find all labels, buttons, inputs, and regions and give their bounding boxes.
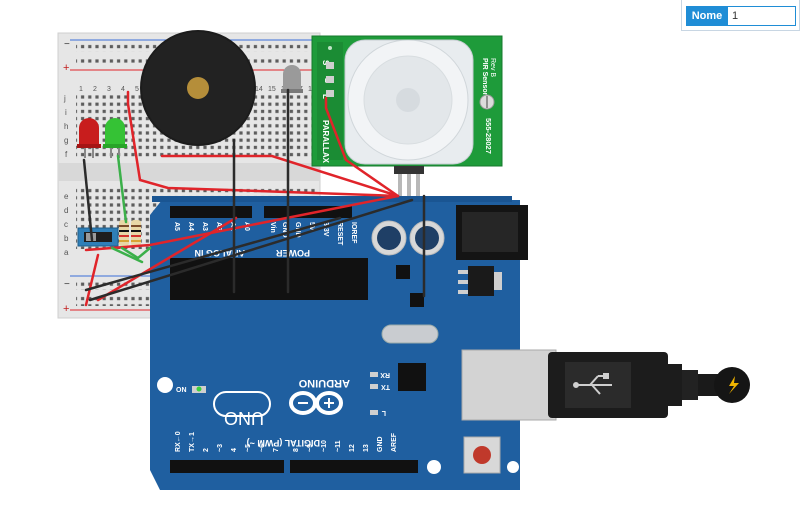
rail-plus-label-bottom: +	[63, 303, 69, 315]
resistor-2[interactable]	[131, 220, 141, 246]
col-5: 5	[135, 86, 139, 93]
pin-d2: 2	[203, 448, 210, 452]
wire-red-3[interactable]	[126, 90, 400, 198]
pin-d11: ~11	[335, 440, 342, 452]
rail-minus-label-bottom: −	[64, 279, 70, 290]
wire-red-6[interactable]	[84, 253, 100, 307]
usb-cable[interactable]	[548, 352, 750, 418]
arduino-brand: ARDUINO	[298, 377, 350, 389]
wires[interactable]	[82, 88, 426, 307]
pin-d10: ~10	[321, 440, 328, 452]
arduino-uno-board[interactable]: A5 A4 A3 A2 A1 A0 ANALOG IN Vin GND GND …	[150, 196, 557, 490]
row-d: d	[64, 206, 68, 215]
uno-badge: UNO	[213, 391, 271, 428]
pin-aref: AREF	[391, 432, 398, 452]
row-h: h	[64, 122, 68, 131]
pin-d12: 12	[349, 444, 356, 452]
wire-red-5[interactable]	[84, 194, 400, 252]
rail-plus-label-top: +	[63, 62, 69, 74]
pin-a3: A3	[201, 222, 208, 231]
pin-gnd-3: GND	[377, 436, 384, 452]
ground-icon	[729, 376, 739, 394]
wire-green-3[interactable]	[110, 246, 144, 264]
arduino-infinity-icon	[289, 391, 343, 415]
col-15: 15	[268, 86, 276, 93]
pin-d6: ~6	[259, 444, 266, 452]
pin-d3: ~3	[217, 444, 224, 452]
wire-green-2[interactable]	[120, 246, 152, 260]
pin-gnd-1: GND	[281, 222, 288, 238]
pin-d1: TX→1	[189, 432, 196, 452]
pir-title: PIR Sensor	[481, 58, 488, 96]
name-label: Nome	[686, 6, 728, 26]
row-a: a	[64, 248, 69, 257]
piezo-buzzer[interactable]	[140, 30, 256, 146]
row-i: i	[65, 108, 67, 117]
pin-a2: A2	[215, 222, 222, 231]
on-label: ON	[176, 387, 187, 394]
pin-d7: 7	[273, 448, 280, 452]
led-gray[interactable]	[281, 65, 303, 93]
pir-brand: PARALLAX	[321, 120, 330, 164]
col-2: 2	[93, 86, 97, 93]
wire-dark-5[interactable]	[84, 216, 342, 292]
pir-pins: S − L	[321, 60, 330, 99]
pin-d0: RX←0	[175, 431, 182, 452]
row-f: f	[65, 150, 68, 159]
col-1: 1	[79, 86, 83, 93]
rx-label: RX	[380, 371, 390, 378]
wire-red-1[interactable]	[324, 96, 400, 198]
digital-label: DIGITAL (PWM ~)	[247, 438, 320, 448]
digital-pin-labels-low: RX←0 TX→1 2 ~3 4 ~5 ~6 7	[175, 431, 280, 452]
wire-dark-6[interactable]	[88, 198, 414, 302]
resistor-1[interactable]	[119, 220, 129, 246]
wire-red-2[interactable]	[160, 154, 400, 198]
pin-d8: 8	[293, 448, 300, 452]
row-g: g	[64, 136, 68, 145]
pir-part-number: 555-28027	[484, 118, 493, 154]
led-red[interactable]	[77, 118, 101, 158]
usb-icon	[573, 373, 612, 395]
col-3: 3	[107, 86, 111, 93]
component-name-panel: Nome	[681, 0, 800, 31]
l-label: L	[381, 409, 386, 416]
pin-reset: RESET	[336, 222, 343, 246]
pir-rev: Rev B	[489, 58, 496, 77]
pin-ioref: IOREF	[350, 222, 357, 244]
row-letters: j i h g f e d c b a	[63, 94, 69, 257]
col-4: 4	[121, 86, 125, 93]
pin-d4: 4	[231, 448, 238, 452]
pin-vin: Vin	[269, 222, 276, 233]
pir-pin-s: S	[321, 60, 330, 66]
pir-pin-l: L	[321, 94, 330, 99]
pin-d5: ~5	[245, 444, 252, 452]
tx-label: TX	[381, 383, 390, 390]
pir-sensor[interactable]: S − L PARALLAX PIR Sensor Rev B 555-2802…	[311, 35, 503, 196]
pin-a5: A5	[173, 222, 180, 231]
pin-3v3: 3.3V	[322, 222, 329, 237]
row-c: c	[64, 220, 68, 229]
pin-a1: A1	[229, 222, 236, 231]
digital-pin-labels-high: 8 ~9 ~10 ~11 12 13 GND AREF	[293, 432, 398, 452]
row-j: j	[63, 94, 66, 103]
power-label: POWER	[275, 248, 310, 258]
pin-d13: 13	[363, 444, 370, 452]
row-b: b	[64, 234, 69, 243]
pir-pin-gnd: −	[321, 78, 330, 83]
wire-dark-4[interactable]	[82, 158, 94, 242]
pin-a4: A4	[187, 222, 194, 231]
pin-d9: ~9	[307, 444, 314, 452]
wire-green-1[interactable]	[116, 154, 128, 224]
col-14: 14	[255, 86, 263, 93]
model-label: UNO	[224, 408, 264, 428]
rail-minus-label-top: −	[64, 39, 70, 50]
row-e: e	[64, 192, 69, 201]
slide-switch[interactable]	[77, 227, 119, 247]
name-input[interactable]	[728, 6, 796, 26]
